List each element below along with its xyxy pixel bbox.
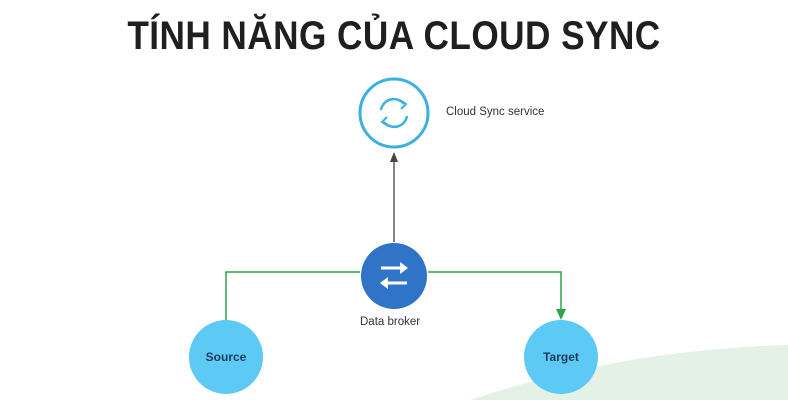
broker-label: Data broker <box>360 316 421 328</box>
service-label: Cloud Sync service <box>446 106 545 118</box>
target-label: Target <box>543 350 579 364</box>
target-node <box>524 320 598 394</box>
target-connector <box>428 271 562 310</box>
source-node <box>189 320 263 394</box>
cloud-sync-service-node <box>358 77 430 149</box>
source-connector <box>225 271 360 322</box>
source-label: Source <box>205 350 247 364</box>
decorative-green-wave <box>470 345 788 400</box>
data-broker-node <box>361 243 427 309</box>
arrowhead-icon <box>390 152 398 162</box>
page-title: TÍNH NĂNG CỦA CLOUD SYNC <box>127 14 661 58</box>
swap-arrows-icon <box>380 262 408 289</box>
arrowhead-icon <box>556 309 566 320</box>
sync-icon <box>379 97 409 129</box>
